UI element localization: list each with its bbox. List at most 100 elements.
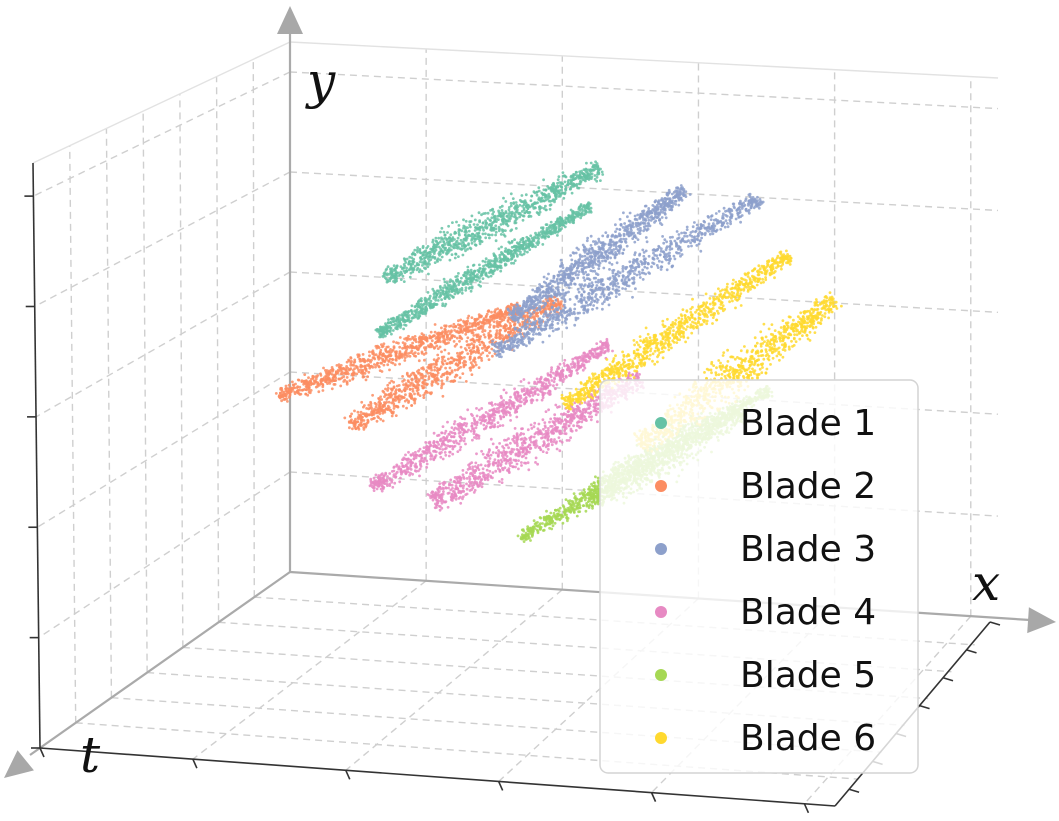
scatter-point bbox=[675, 243, 678, 247]
scatter-point bbox=[614, 245, 618, 249]
scatter-point bbox=[558, 302, 562, 306]
scatter-point bbox=[393, 322, 397, 326]
y-axis-arrow bbox=[277, 6, 303, 34]
scatter-point bbox=[304, 392, 308, 396]
scatter-point bbox=[514, 221, 518, 225]
scatter-point bbox=[455, 278, 459, 281]
scatter-point bbox=[703, 226, 706, 230]
scatter-point bbox=[529, 234, 533, 238]
scatter-point bbox=[450, 334, 454, 338]
scatter-point bbox=[531, 202, 535, 206]
scatter-point bbox=[516, 346, 519, 349]
scatter-point bbox=[320, 379, 323, 383]
scatter-point bbox=[410, 397, 414, 400]
scatter-point bbox=[588, 173, 592, 177]
scatter-point bbox=[469, 220, 473, 223]
scatter-point bbox=[384, 325, 387, 328]
scatter-point bbox=[500, 245, 503, 249]
scatter-point bbox=[621, 269, 625, 273]
scatter-point bbox=[495, 259, 499, 263]
scatter-point bbox=[352, 363, 355, 367]
scatter-point bbox=[510, 346, 514, 350]
scatter-point bbox=[513, 327, 517, 331]
scatter-point bbox=[498, 260, 502, 264]
scatter-point bbox=[607, 303, 611, 307]
scatter-point bbox=[287, 396, 291, 399]
scatter-point bbox=[298, 385, 302, 389]
scatter-point bbox=[527, 339, 531, 343]
scatter-point bbox=[714, 229, 718, 233]
scatter-point bbox=[443, 372, 447, 375]
scatter-point bbox=[464, 249, 467, 253]
scatter-point bbox=[421, 253, 425, 257]
scatter-point bbox=[550, 313, 554, 317]
scatter-point bbox=[444, 290, 448, 293]
scatter-point bbox=[402, 383, 405, 387]
scatter-point bbox=[536, 235, 540, 239]
scatter-point bbox=[353, 367, 356, 370]
scatter-point bbox=[504, 247, 508, 251]
scatter-point bbox=[482, 318, 486, 322]
scatter-point bbox=[415, 302, 419, 306]
scatter-point bbox=[499, 266, 503, 270]
scatter-point bbox=[464, 219, 468, 223]
scatter-point bbox=[561, 171, 565, 175]
scatter-point bbox=[724, 209, 727, 213]
scatter-point bbox=[547, 235, 550, 239]
scatter-point bbox=[520, 335, 523, 339]
scatter-point bbox=[445, 252, 449, 256]
scatter-point bbox=[545, 223, 549, 227]
scatter-point bbox=[503, 344, 506, 348]
scatter-point bbox=[542, 315, 545, 318]
scatter-point bbox=[417, 263, 421, 267]
scatter-point bbox=[453, 285, 456, 289]
scatter-point bbox=[669, 239, 672, 243]
scatter-point bbox=[414, 340, 418, 343]
scatter-point bbox=[485, 319, 489, 323]
scatter-point bbox=[472, 263, 476, 267]
scatter-point bbox=[709, 215, 713, 218]
scatter-point bbox=[729, 215, 733, 219]
scatter-point bbox=[721, 212, 725, 216]
scatter-point bbox=[507, 206, 511, 209]
scatter-point bbox=[545, 208, 548, 212]
scatter-point bbox=[513, 323, 516, 327]
scatter-point bbox=[503, 316, 507, 319]
scatter-point bbox=[464, 244, 468, 248]
scatter-point bbox=[385, 328, 389, 332]
scatter-point bbox=[592, 165, 596, 169]
scatter-point bbox=[521, 218, 525, 222]
scatter-point bbox=[645, 266, 649, 270]
scatter-point bbox=[589, 269, 593, 272]
scatter-point bbox=[382, 327, 386, 330]
scatter-point bbox=[567, 182, 570, 185]
scatter-point bbox=[612, 248, 616, 251]
scatter-point bbox=[573, 282, 577, 286]
scatter-point bbox=[463, 237, 466, 241]
scatter-point bbox=[400, 318, 403, 321]
scatter-point bbox=[431, 240, 435, 244]
scatter-point bbox=[425, 246, 429, 250]
scatter-point bbox=[377, 416, 380, 419]
scatter-point bbox=[695, 227, 699, 230]
scatter-point bbox=[392, 407, 396, 410]
scatter-point bbox=[518, 198, 522, 202]
scatter-point bbox=[451, 295, 455, 299]
scatter-point bbox=[472, 334, 476, 337]
scatter-point bbox=[510, 214, 514, 218]
scatter-point bbox=[611, 269, 614, 272]
scatter-point bbox=[477, 211, 481, 215]
scatter-point bbox=[481, 330, 484, 333]
scatter-point bbox=[564, 310, 568, 314]
scatter-point bbox=[397, 320, 401, 324]
scatter-point bbox=[515, 203, 518, 207]
scatter-point bbox=[581, 287, 584, 291]
scatter-point bbox=[448, 325, 451, 328]
scatter-point bbox=[632, 261, 635, 265]
scatter-point bbox=[469, 352, 473, 356]
scatter-point bbox=[685, 234, 689, 238]
scatter-point bbox=[470, 241, 474, 245]
tick bbox=[803, 803, 810, 814]
scatter-point bbox=[530, 240, 534, 244]
scatter-point bbox=[390, 414, 394, 418]
